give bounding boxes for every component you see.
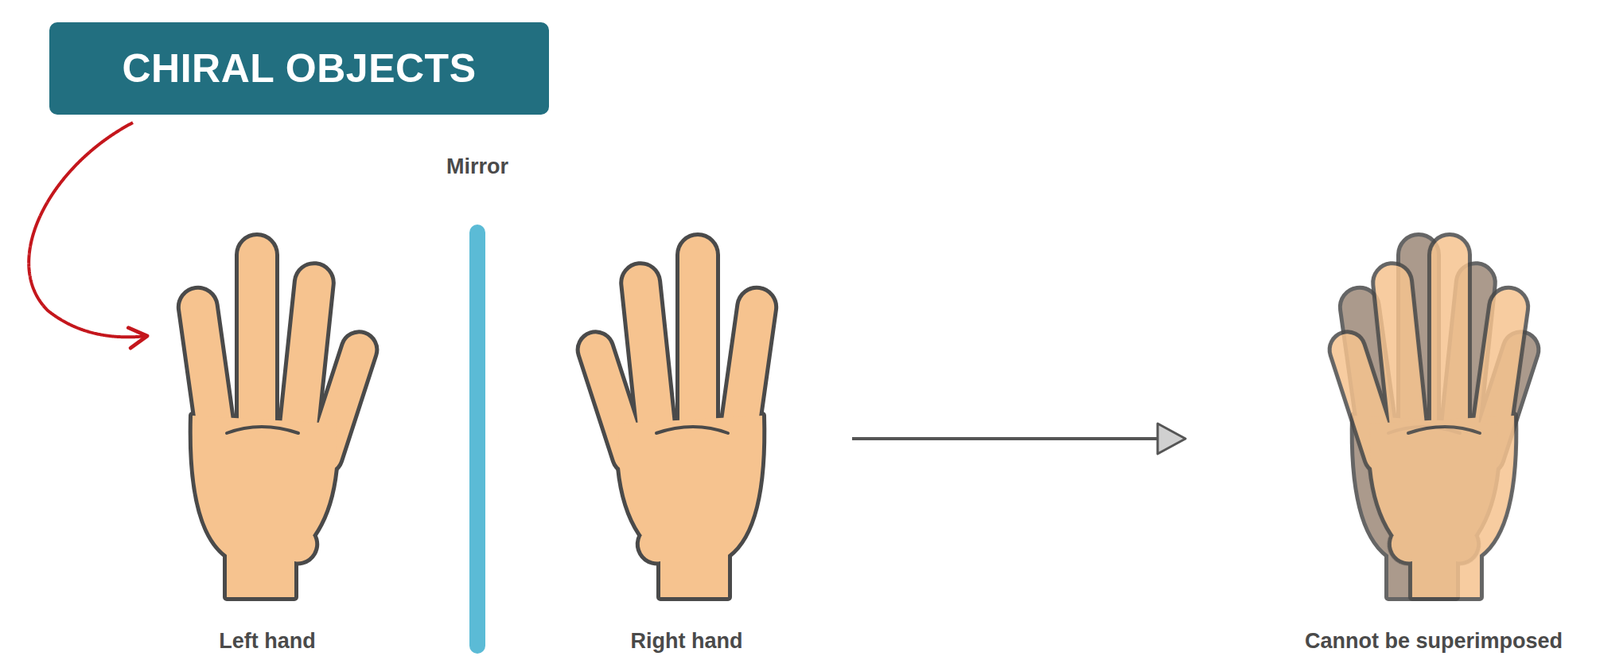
left-hand — [178, 236, 380, 597]
box-title: CHIRAL OBJECTS — [121, 45, 476, 92]
right-hand — [575, 236, 777, 597]
title-box: CHIRAL OBJECTS — [49, 22, 549, 115]
pointer-arrow — [28, 122, 148, 337]
transition-arrow — [852, 423, 1186, 454]
mirror-label: Mirror — [446, 154, 509, 180]
caption-label: Left hand — [218, 628, 316, 654]
superimposed-hands — [1327, 236, 1541, 597]
caption-label: Right hand — [630, 628, 744, 654]
mirror-bar — [469, 224, 486, 654]
caption-label: Cannot be superimposed — [1304, 628, 1563, 654]
